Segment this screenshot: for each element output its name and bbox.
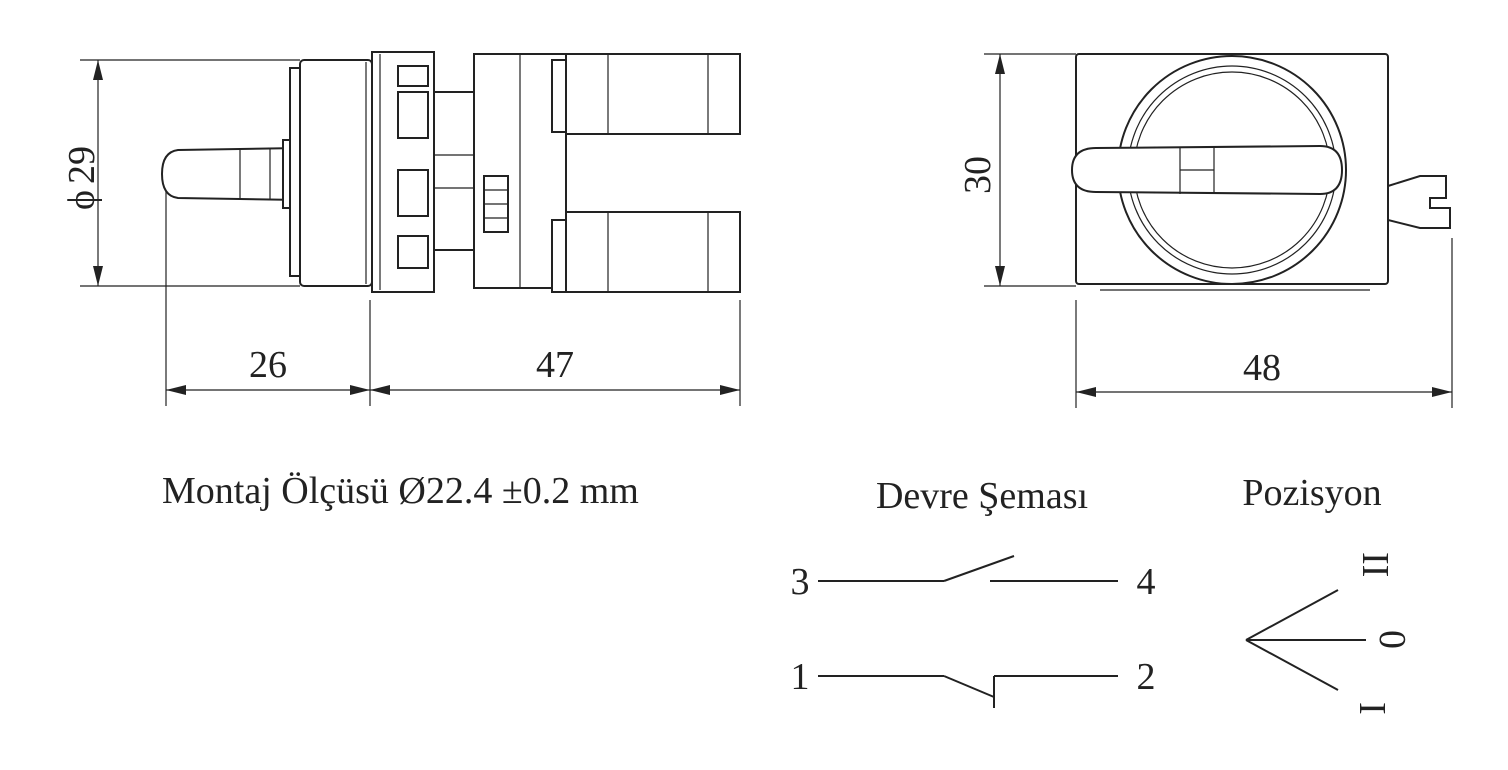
front-depth-label: 26 — [249, 344, 287, 386]
circuit-label: Devre Şeması — [876, 475, 1088, 517]
front-view: 30 48 — [957, 53, 1453, 408]
circuit-diagram: 3 4 1 2 — [791, 555, 1156, 708]
terminal-3: 3 — [791, 561, 810, 603]
mounting-label: Montaj Ölçüsü Ø22.4 ±0.2 mm — [162, 470, 639, 512]
position-I: I — [1351, 702, 1393, 715]
width-label: 48 — [1243, 347, 1281, 389]
lever-side — [160, 146, 301, 202]
front-bezel — [299, 59, 373, 287]
terminal-lower — [565, 211, 741, 293]
key-tab — [1387, 175, 1451, 229]
rear-depth-label: 47 — [536, 344, 574, 386]
side-view: ϕ29 26 47 — [61, 51, 741, 406]
position-0: 0 — [1371, 630, 1413, 649]
position-II: II — [1354, 552, 1396, 577]
position-diagram: II 0 I — [1245, 552, 1413, 715]
terminal-upper — [565, 53, 741, 135]
terminal-2: 2 — [1137, 656, 1156, 698]
adapter — [433, 91, 475, 251]
terminal-1: 1 — [791, 656, 810, 698]
position-label: Pozisyon — [1242, 472, 1381, 514]
terminal-4: 4 — [1137, 561, 1156, 603]
height-label: 30 — [957, 156, 999, 194]
diameter-label: ϕ29 — [61, 146, 103, 210]
